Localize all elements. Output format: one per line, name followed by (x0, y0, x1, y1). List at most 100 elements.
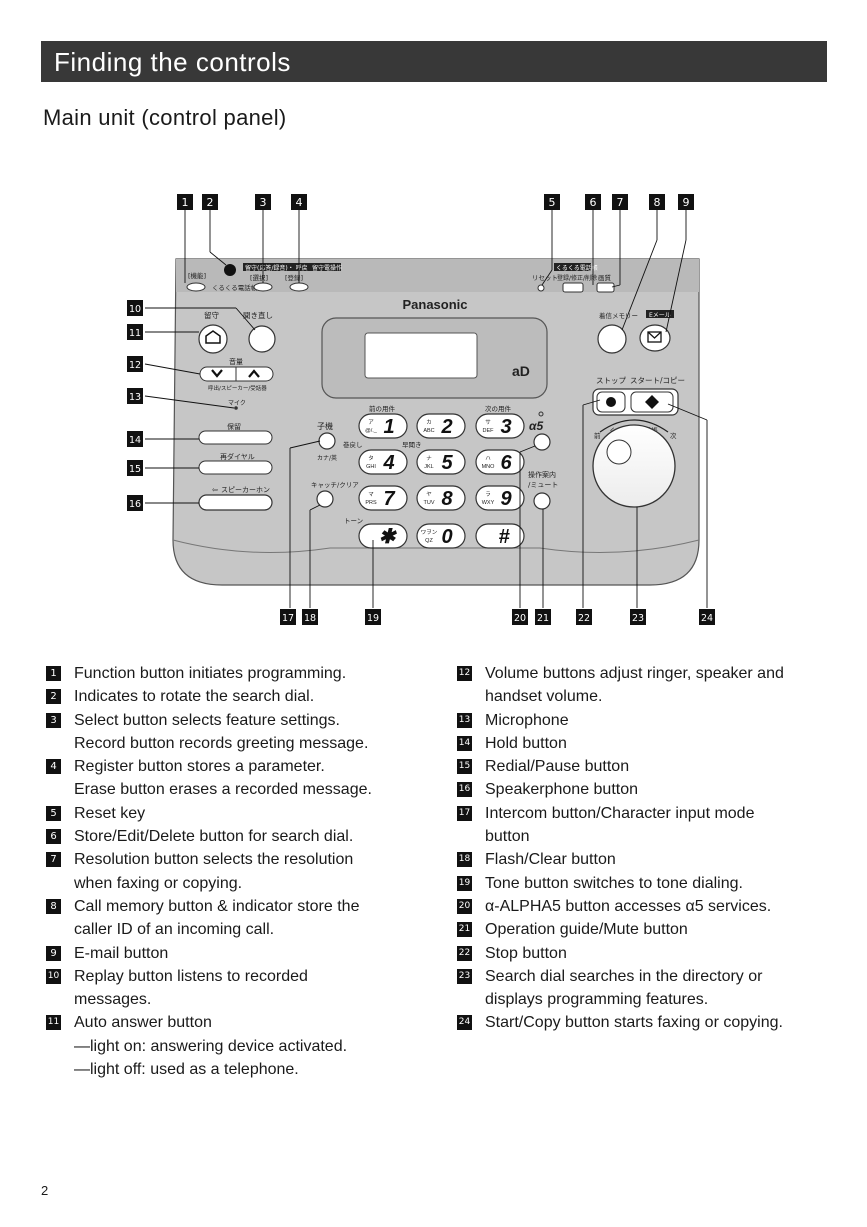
legend-number-badge: 22 (457, 945, 472, 961)
dial-indicator-icon (224, 264, 236, 276)
svg-text:カナ/英: カナ/英 (317, 454, 337, 462)
alpha5-button[interactable] (533, 433, 551, 451)
svg-text:11: 11 (129, 328, 141, 339)
select-button[interactable] (253, 282, 273, 292)
legend-line: Operation guide/Mute button (485, 921, 688, 939)
key-kana-label: ナ (426, 455, 432, 462)
svg-text:6: 6 (590, 196, 597, 209)
svg-text:くるくる電話帳: くるくる電話帳 (556, 264, 598, 272)
speakerphone-button[interactable] (198, 494, 273, 511)
svg-text:マイク: マイク (228, 400, 246, 407)
svg-text:18: 18 (304, 613, 316, 624)
legend-number-badge: 4 (46, 759, 61, 775)
svg-text:1: 1 (182, 196, 189, 209)
intercom-button[interactable] (318, 432, 336, 450)
redial-button[interactable] (198, 460, 273, 475)
callout-6: 6 (585, 194, 601, 210)
legend-line: Replay button listens to recorded (74, 967, 308, 985)
svg-text:10: 10 (129, 304, 141, 315)
legend-number-badge: 14 (457, 735, 472, 751)
svg-text:早聞き: 早聞き (402, 441, 422, 449)
callout-23: 23 (630, 609, 646, 625)
callout-13: 13 (127, 388, 143, 404)
legend-number-badge: 3 (46, 712, 61, 728)
search-dial-grip (606, 439, 632, 465)
resolution-button[interactable] (596, 282, 615, 293)
callout-10: 10 (127, 300, 143, 316)
legend-line: Stop button (485, 944, 567, 962)
key-letters-label: ABC (423, 428, 434, 434)
search-dial[interactable] (592, 424, 676, 508)
microphone (234, 406, 238, 410)
legend-number-badge: 18 (457, 852, 472, 868)
replay-button[interactable] (248, 325, 276, 353)
volume-up-icon (248, 369, 260, 378)
key-10[interactable]: ✱ (358, 523, 408, 549)
svg-text:留守電操作: 留守電操作 (312, 264, 342, 272)
hold-button[interactable] (198, 430, 273, 445)
key-letters-label: @/._ (365, 428, 378, 434)
legend-number-badge: 11 (46, 1015, 61, 1031)
legend-number-badge: 1 (46, 666, 61, 681)
svg-text:5: 5 (549, 196, 556, 209)
callout-14: 14 (127, 431, 143, 447)
legend-number-badge: 8 (46, 898, 61, 914)
function-button[interactable] (186, 282, 206, 292)
legend-line: Speakerphone button (485, 781, 639, 799)
legend-number-badge: 9 (46, 945, 61, 961)
key-kana-label: ヤ (426, 492, 432, 498)
flash-clear-button[interactable] (316, 490, 334, 508)
callout-12: 12 (127, 356, 143, 372)
legend-item-18: 18 Flash/Clear button (457, 848, 837, 871)
auto-answer-button[interactable] (198, 324, 228, 354)
legend-number-badge: 17 (457, 805, 472, 821)
svg-text:9: 9 (683, 196, 690, 209)
start-icon (645, 395, 659, 409)
legend-item-8: 8 Call memory button & indicator store th… (46, 895, 426, 942)
svg-text:21: 21 (537, 613, 549, 624)
legend-number-badge: 20 (457, 898, 472, 914)
key-12[interactable]: # (475, 523, 525, 549)
call-memory-button[interactable] (597, 324, 627, 354)
key-digit: 0 (441, 526, 452, 548)
key-kana-label: マ (368, 491, 374, 498)
register-button[interactable] (289, 282, 309, 292)
reset-key[interactable] (537, 284, 545, 292)
legend-line: Call memory button & indicator store the (74, 897, 360, 915)
key-1[interactable]: ア@/._1 (358, 413, 408, 439)
svg-text:22: 22 (578, 613, 590, 624)
legend-line: Flash/Clear button (485, 851, 616, 869)
svg-text:12: 12 (129, 360, 141, 371)
legend-line: E-mail button (74, 944, 169, 962)
svg-text:留守(応答/録音)・ 呼戻: 留守(応答/録音)・ 呼戻 (245, 264, 308, 272)
legend-line: Select button selects feature settings. (74, 711, 340, 729)
guide-mute-button[interactable] (533, 492, 551, 510)
store-edit-delete-button[interactable] (562, 282, 584, 293)
svg-text:リセット: リセット (532, 274, 558, 282)
svg-text:20: 20 (514, 613, 526, 624)
key-letters-label: TUV (424, 500, 435, 506)
svg-text:14: 14 (129, 435, 141, 446)
lcd-screen (364, 332, 478, 379)
callout-5: 5 (544, 194, 560, 210)
svg-text:α5: α5 (529, 419, 543, 433)
key-digit: 5 (441, 452, 453, 474)
svg-text:再ダイヤル: 再ダイヤル (220, 452, 255, 461)
key-digit: 7 (383, 488, 395, 510)
